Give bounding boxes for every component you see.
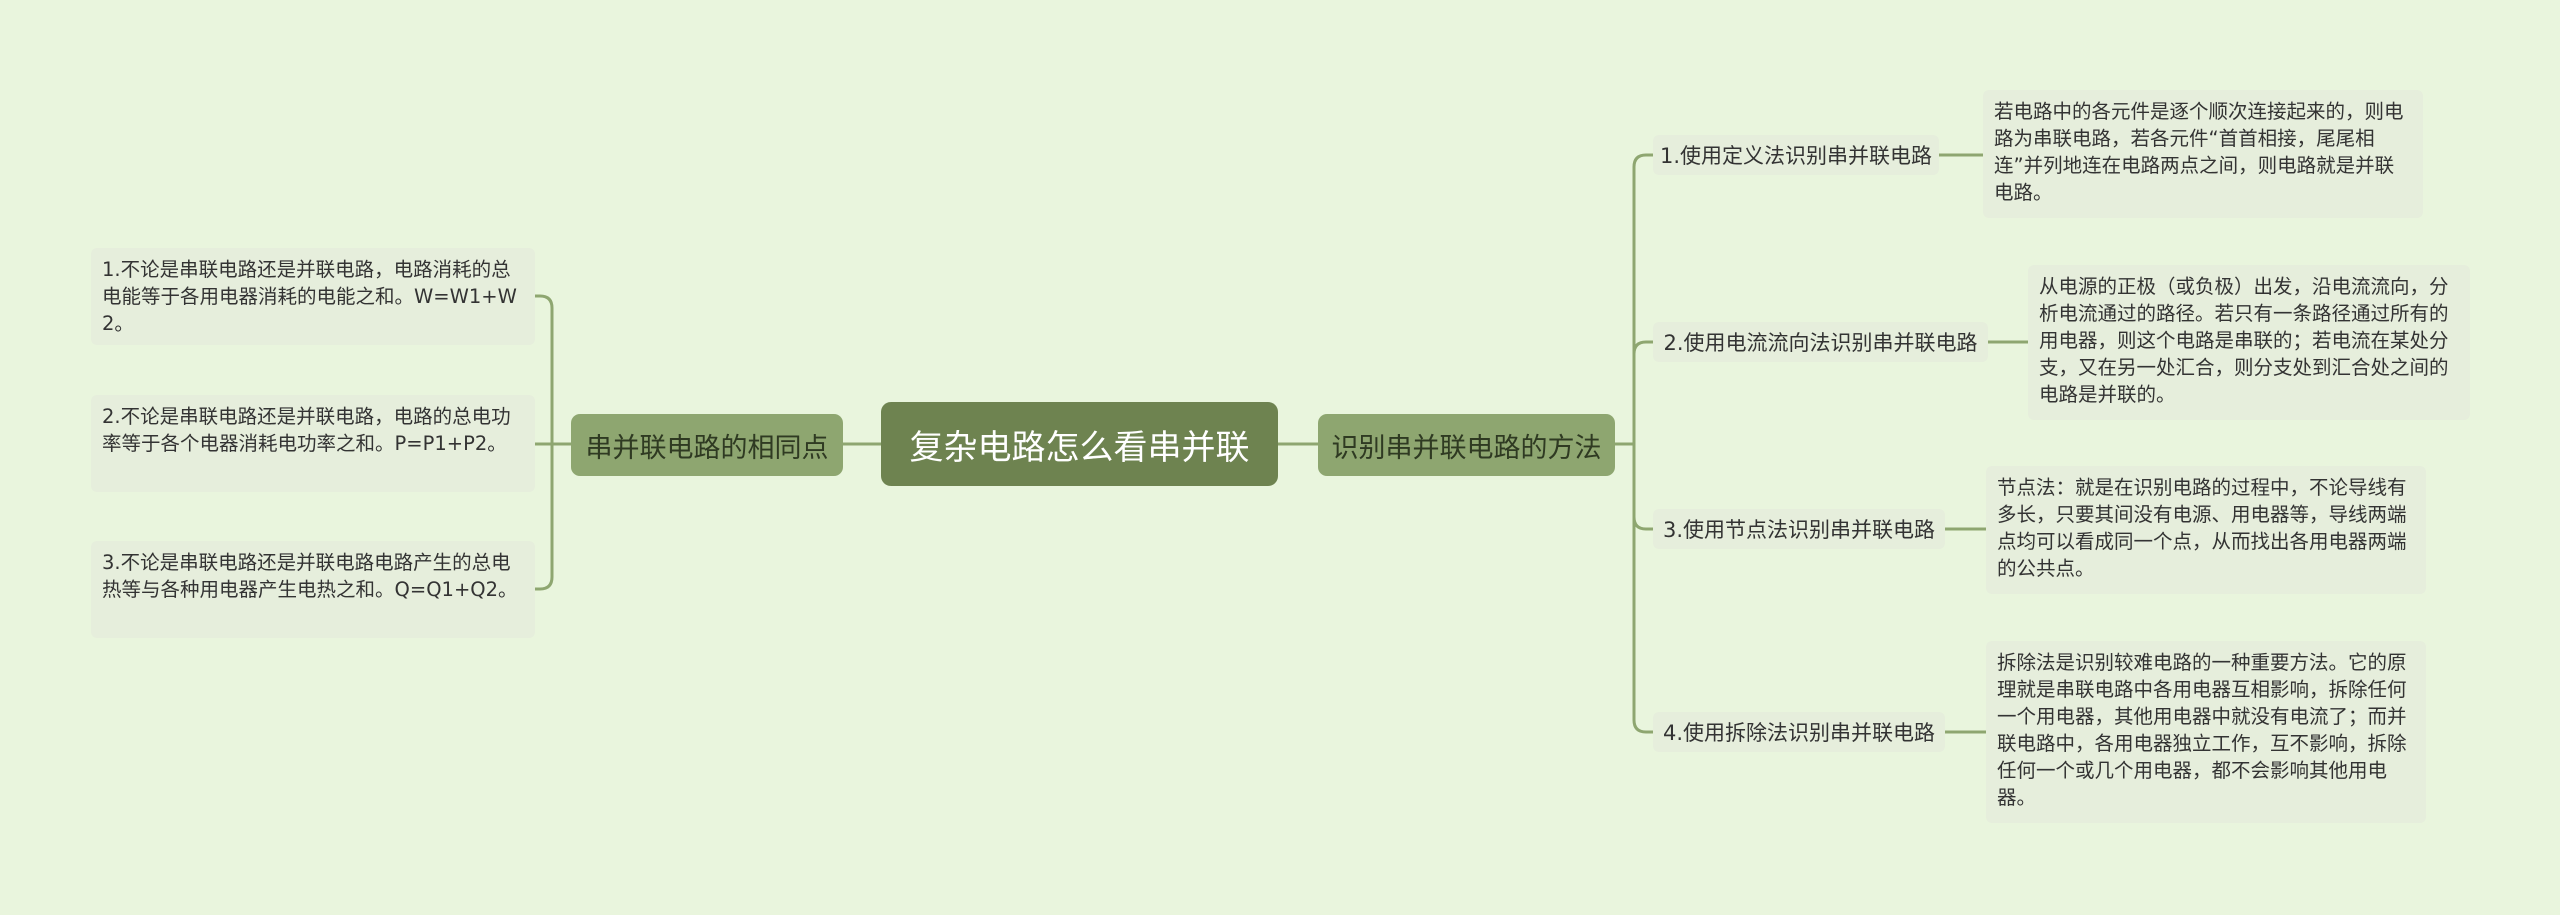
connector-right-method-3 — [1632, 442, 1655, 531]
branch-similarities-label: 串并联电路的相同点 — [585, 432, 829, 464]
method-2-label: 2.使用电流流向法识别串并联电路 — [1663, 331, 1978, 355]
connector-right-method-1 — [1632, 153, 1655, 446]
similarity-item-1[interactable]: 1.不论是串联电路还是并联电路，电路消耗的总电能等于各用电器消耗的电能之和。W=… — [91, 248, 535, 345]
similarity-item-2[interactable]: 2.不论是串联电路还是并联电路，电路的总电功率等于各个电器消耗电功率之和。P=P… — [91, 395, 535, 492]
branch-methods-label: 识别串并联电路的方法 — [1331, 432, 1602, 464]
branch-methods[interactable]: 识别串并联电路的方法 — [1318, 414, 1615, 476]
method-3[interactable]: 3.使用节点法识别串并联电路 — [1653, 509, 1945, 549]
method-2-detail[interactable]: 从电源的正极（或负极）出发，沿电流流向，分析电流通过的路径。若只有一条路径通过所… — [2028, 265, 2470, 420]
connector-left-leaf-1 — [533, 294, 554, 446]
method-3-detail-text: 节点法：就是在识别电路的过程中，不论导线有多长，只要其间没有电源、用电器等，导线… — [1997, 476, 2407, 580]
connector-right-method-4 — [1632, 442, 1655, 734]
method-1[interactable]: 1.使用定义法识别串并联电路 — [1653, 135, 1939, 175]
method-2[interactable]: 2.使用电流流向法识别串并联电路 — [1653, 322, 1988, 362]
similarity-item-1-text: 1.不论是串联电路还是并联电路，电路消耗的总电能等于各用电器消耗的电能之和。W=… — [102, 258, 517, 335]
root-topic[interactable]: 复杂电路怎么看串并联 — [881, 402, 1278, 486]
similarity-item-3-text: 3.不论是串联电路还是并联电路电路产生的总电热等与各种用电器产生电热之和。Q=Q… — [102, 551, 518, 601]
method-2-detail-text: 从电源的正极（或负极）出发，沿电流流向，分析电流通过的路径。若只有一条路径通过所… — [2039, 275, 2449, 406]
method-4[interactable]: 4.使用拆除法识别串并联电路 — [1653, 712, 1945, 752]
similarity-item-3[interactable]: 3.不论是串联电路还是并联电路电路产生的总电热等与各种用电器产生电热之和。Q=Q… — [91, 541, 535, 638]
method-3-label: 3.使用节点法识别串并联电路 — [1662, 518, 1936, 542]
root-topic-label: 复杂电路怎么看串并联 — [909, 427, 1250, 468]
method-4-label: 4.使用拆除法识别串并联电路 — [1662, 721, 1936, 745]
method-1-label: 1.使用定义法识别串并联电路 — [1659, 144, 1933, 168]
branch-similarities[interactable]: 串并联电路的相同点 — [571, 414, 843, 476]
method-1-detail-text: 若电路中的各元件是逐个顺次连接起来的，则电路为串联电路，若各元件“首首相接，尾尾… — [1994, 100, 2404, 204]
method-4-detail[interactable]: 拆除法是识别较难电路的一种重要方法。它的原理就是串联电路中各用电器互相影响，拆除… — [1986, 641, 2426, 823]
method-3-detail[interactable]: 节点法：就是在识别电路的过程中，不论导线有多长，只要其间没有电源、用电器等，导线… — [1986, 466, 2426, 594]
connector-left-leaf-3 — [533, 442, 554, 591]
method-1-detail[interactable]: 若电路中的各元件是逐个顺次连接起来的，则电路为串联电路，若各元件“首首相接，尾尾… — [1983, 90, 2423, 218]
similarity-item-2-text: 2.不论是串联电路还是并联电路，电路的总电功率等于各个电器消耗电功率之和。P=P… — [102, 405, 511, 455]
method-4-detail-text: 拆除法是识别较难电路的一种重要方法。它的原理就是串联电路中各用电器互相影响，拆除… — [1997, 651, 2407, 809]
connector-right-method-2 — [1632, 340, 1655, 446]
